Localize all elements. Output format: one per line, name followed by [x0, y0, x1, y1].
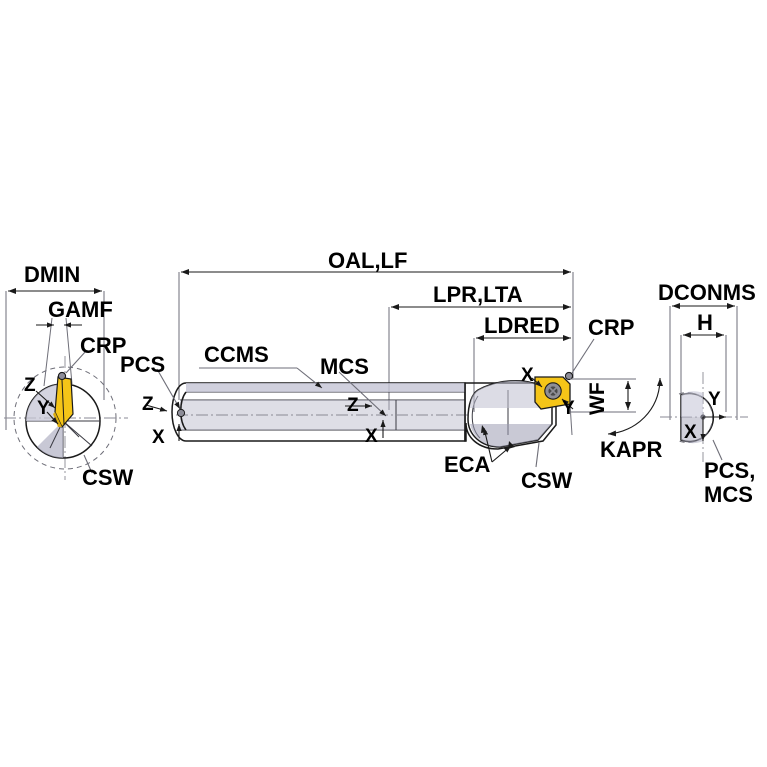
dimension-gamf: [36, 317, 82, 387]
right-end-view: DCONMS H Y X PCS, MCS: [658, 280, 756, 507]
label-wf: WF: [586, 382, 609, 415]
crp-leader-left: [65, 350, 87, 374]
crp-leader-side: [571, 338, 595, 374]
left-end-view: DMIN GAMF CRP CSW Z Y: [4, 262, 134, 490]
csw-leader-left: [83, 454, 93, 474]
label-dconms: DCONMS: [658, 280, 756, 305]
label-ccms: CCMS: [204, 342, 269, 367]
label-mcs-axis-z: Z: [347, 395, 359, 416]
label-axis-y-left: Y: [37, 398, 50, 419]
label-mcs: MCS: [320, 354, 369, 379]
pcs-marker: [145, 368, 186, 441]
label-h: H: [697, 310, 713, 335]
insert-axis-markers: [531, 377, 574, 410]
label-dmin: DMIN: [24, 262, 80, 287]
insert-side-view: [534, 376, 571, 410]
label-axis-x-right: X: [684, 422, 697, 443]
label-kapr: KAPR: [600, 437, 662, 462]
label-insert-axis-x: X: [521, 365, 534, 386]
mcs-marker: [338, 371, 387, 438]
axis-marker-z-left: [35, 390, 56, 409]
dimension-dmin: [5, 288, 105, 430]
tool-shank-body: [171, 382, 470, 442]
crp-point-left: [57, 371, 67, 381]
cutting-head: [464, 380, 557, 450]
label-axis-y-right: Y: [708, 389, 721, 410]
csw-leader-side: [535, 442, 540, 468]
label-eca: ECA: [444, 452, 491, 477]
dimension-lpr-lta: [388, 304, 571, 410]
label-crp-side: CRP: [588, 315, 634, 340]
shank-cross-section: [678, 391, 715, 444]
dimension-kapr: [569, 377, 663, 437]
label-pcs-mcs-line2: MCS: [704, 482, 753, 507]
label-pcs-mcs-line1: PCS,: [704, 458, 755, 483]
side-view: OAL,LF LPR,LTA LDRED: [120, 248, 663, 493]
label-mcs-axis-x: X: [365, 426, 378, 447]
eca-leader: [483, 427, 512, 463]
label-pcs-axis-x: X: [152, 427, 165, 448]
axis-marker-y-left: [46, 411, 59, 425]
ccms-leader: [199, 367, 323, 389]
label-oal-lf: OAL,LF: [328, 248, 407, 273]
label-insert-axis-y: Y: [562, 398, 575, 419]
label-csw-side: CSW: [521, 468, 573, 493]
label-pcs-axis-z: Z: [142, 394, 154, 415]
label-axis-z-left: Z: [24, 375, 36, 396]
label-lpr-lta: LPR,LTA: [433, 282, 523, 307]
label-pcs: PCS: [120, 352, 165, 377]
label-csw-left: CSW: [82, 465, 134, 490]
label-gamf: GAMF: [48, 297, 113, 322]
dimension-dconms: [669, 303, 738, 420]
label-ldred: LDRED: [484, 313, 560, 338]
label-crp-left: CRP: [80, 333, 126, 358]
dimension-oal-lf: [178, 269, 574, 400]
pcs-mcs-leader-right: [712, 439, 723, 461]
crp-point-side: [564, 371, 574, 381]
